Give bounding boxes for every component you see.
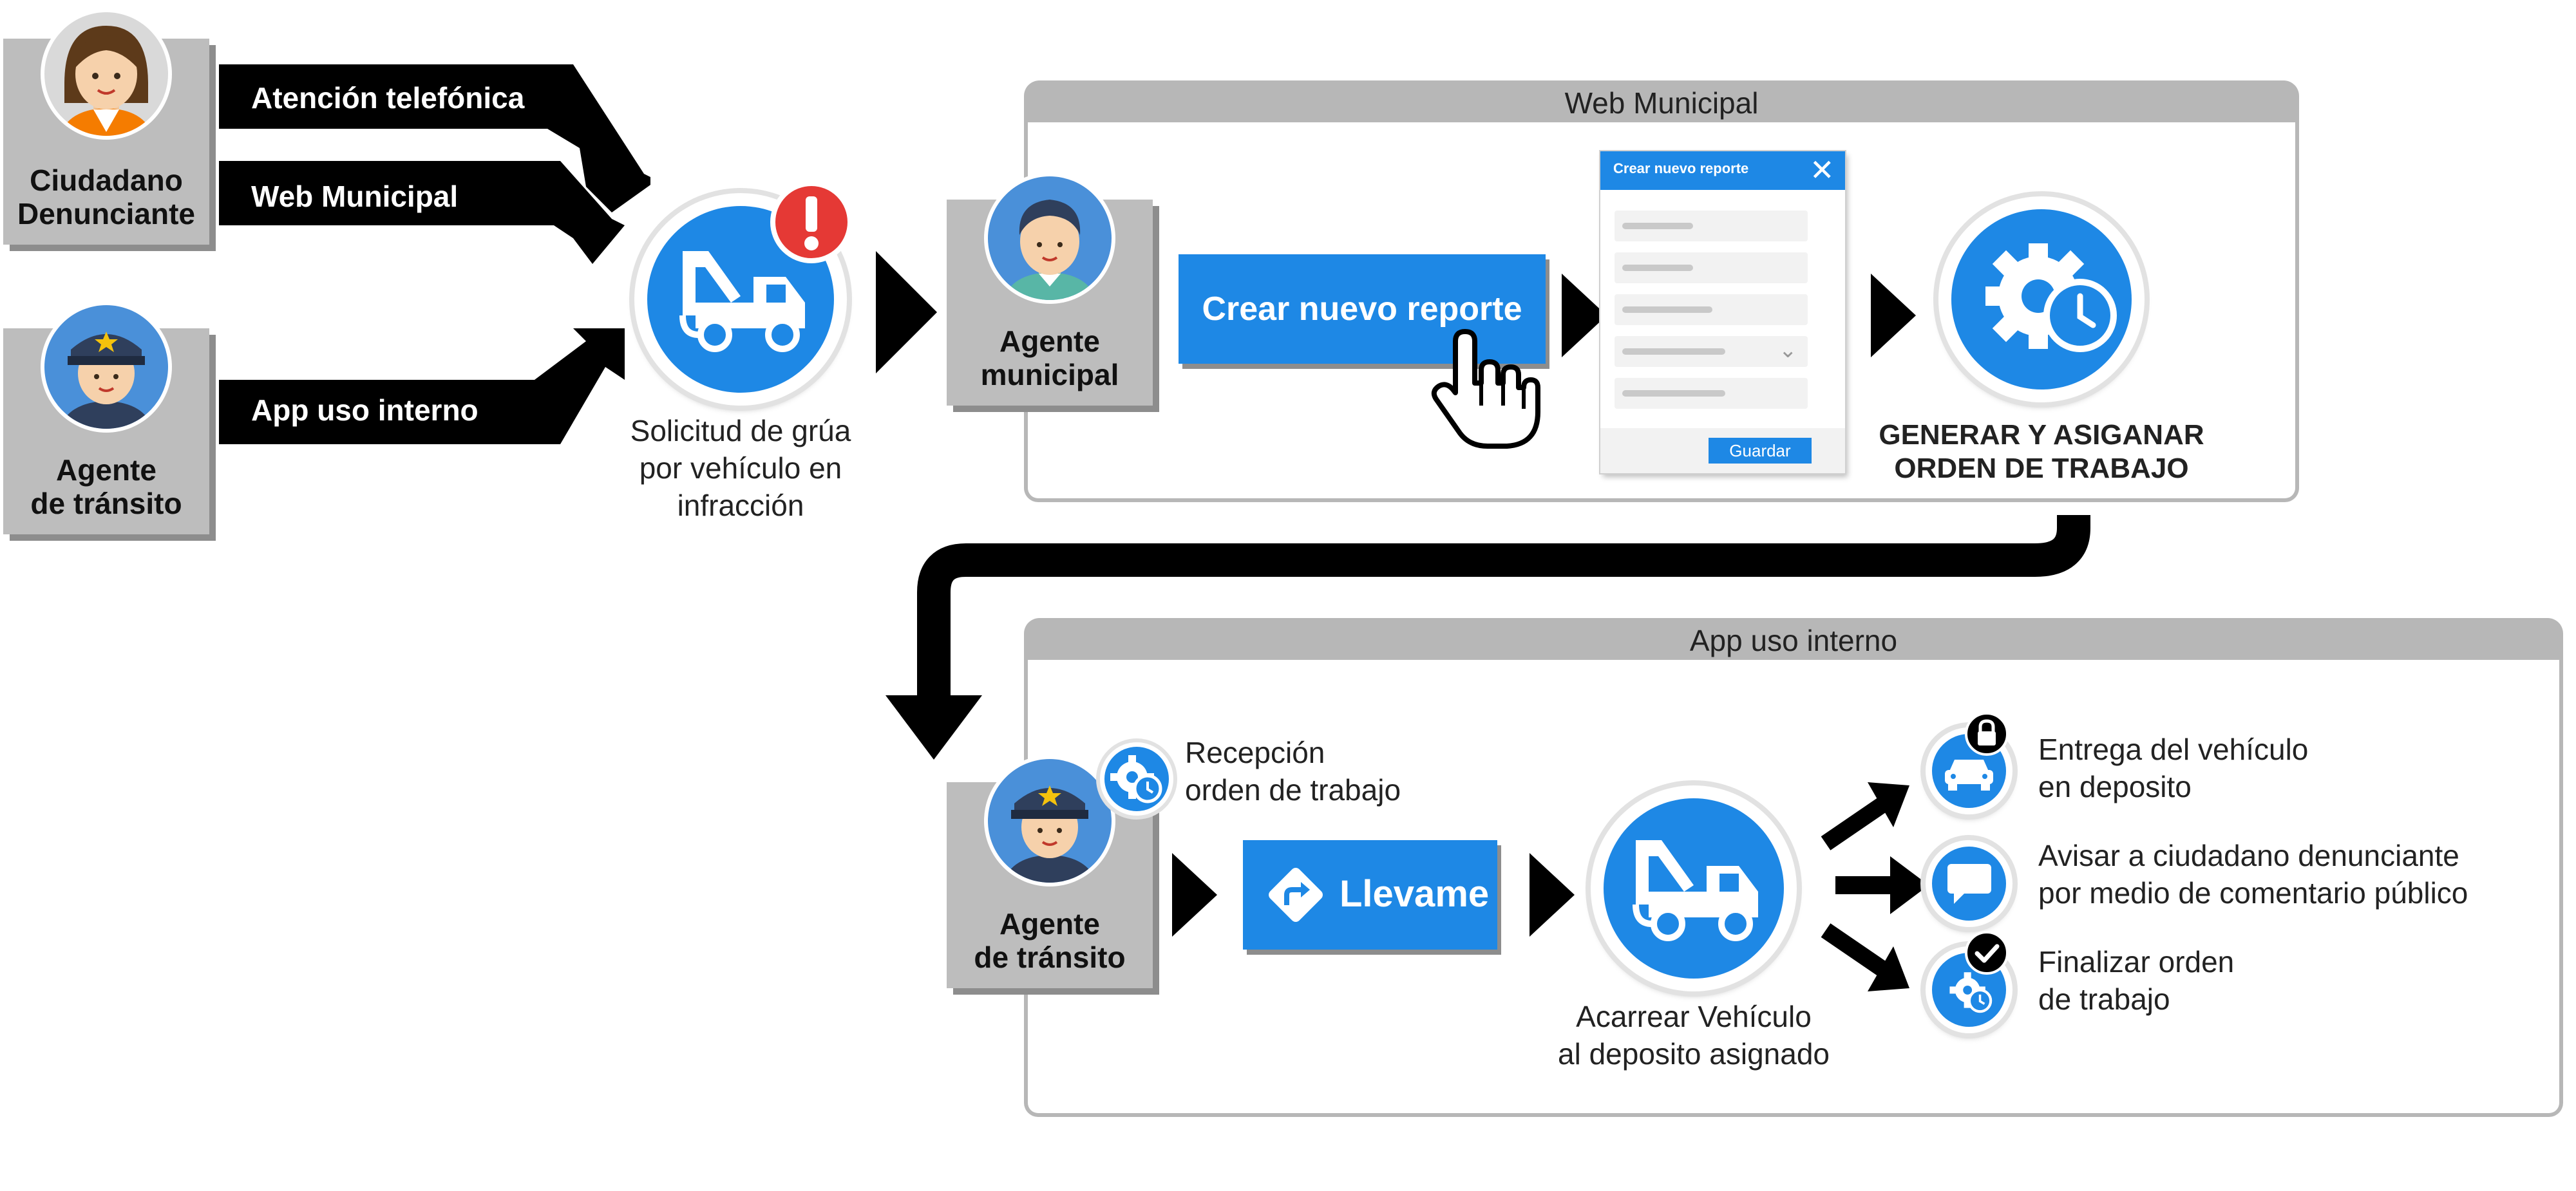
hand-pointer-icon [1431,329,1540,449]
chevron-down-icon: ⌄ [1779,338,1797,362]
agente-municipal-label: Agente municipal [947,324,1153,391]
solicitud-caption: Solicitud de grúa por vehículo en infrac… [609,412,873,524]
form-field-3[interactable] [1615,294,1808,325]
finalizar-text-line2: de trabajo [2038,982,2170,1016]
agente-transito2-label-line1: Agente [999,907,1100,941]
recepcion-gear-icon [1096,738,1177,820]
arrow-to-form [1562,274,1607,357]
ciudadano-label: Ciudadano Denunciante [3,164,209,230]
finalizar-text-line1: Finalizar orden [2038,945,2235,979]
avisar-text-line2: por medio de comentario público [2038,876,2468,910]
lock-icon [1965,712,2009,756]
ciudadano-avatar-icon [41,8,172,140]
acarrear-caption-line1: Acarrear Vehículo [1576,1000,1812,1033]
agente-municipal-avatar-icon [984,173,1115,304]
form-select[interactable]: ⌄ [1615,336,1808,367]
form-title: Crear nuevo reporte [1613,160,1749,176]
generar-caption: GENERAR Y ASIGANAR ORDEN DE TRABAJO [1868,418,2215,485]
avisar-text-line1: Avisar a ciudadano denunciante [2038,839,2459,872]
crear-reporte-button[interactable]: Crear nuevo reporte [1179,254,1546,364]
arrow-web [219,161,625,264]
connector-down-arrow [886,511,2090,760]
generar-caption-line2: ORDEN DE TRABAJO [1894,453,2189,484]
ciudadano-label-line2: Denunciante [17,197,196,230]
recepcion-text-line2: orden de trabajo [1185,773,1401,807]
agente-municipal-label-line2: municipal [980,358,1119,391]
arrow-to-entrega [1821,782,1909,850]
solicitud-caption-line1: Solicitud de grúa [630,414,851,447]
channel-arrows [219,64,650,444]
arrow-to-acarrear [1530,853,1575,937]
llevame-button[interactable]: Llevame [1243,840,1497,950]
arrow-to-finalizar [1821,923,1909,991]
avisar-text: Avisar a ciudadano denunciante por medio… [2038,837,2468,912]
recepcion-text-line1: Recepción [1185,736,1325,769]
channel-telefonica-label: Atención telefónica [251,81,525,115]
app-panel-header: App uso interno [1024,618,2563,663]
form-field-2[interactable] [1615,252,1808,283]
form-close-icon[interactable]: ✕ [1810,153,1835,187]
directions-icon [1269,868,1323,922]
generar-caption-line1: GENERAR Y ASIGANAR [1879,419,2204,451]
form-field-1[interactable] [1615,211,1808,241]
form-header: Crear nuevo reporte ✕ [1600,151,1845,190]
acarrear-caption-line2: al deposito asignado [1558,1037,1830,1071]
arrow-telefonica [219,64,650,212]
llevame-label: Llevame [1340,873,1490,915]
arrow-to-llevame [1172,853,1217,937]
form-mockup: Crear nuevo reporte ✕ ⌄ Guardar [1600,151,1845,473]
alert-icon [770,181,853,263]
solicitud-caption-line2: por vehículo en [639,451,842,485]
web-panel-header: Web Municipal [1024,80,2299,126]
channel-web-label: Web Municipal [251,180,459,213]
acarrear-tow-truck-icon [1633,840,1758,941]
arrow-to-avisar [1835,856,1929,914]
car-icon [1945,760,1993,791]
arrow-to-municipal [876,251,937,373]
agente-transito2-label: Agente de tránsito [947,907,1153,974]
agente-municipal-label-line1: Agente [999,324,1100,358]
agente-transito-label: Agente de tránsito [3,453,209,520]
channel-app-label: App uso interno [251,393,478,427]
solicitud-caption-line3: infracción [677,489,804,522]
tow-truck-icon [679,251,805,352]
finalizar-gear-icon [1949,972,1993,1013]
acarrear-caption: Acarrear Vehículo al deposito asignado [1533,998,1855,1073]
entrega-text: Entrega del vehículo en deposito [2038,731,2308,805]
agente-transito-avatar-icon [41,301,172,433]
agente-transito2-avatar-icon [984,755,1115,886]
comment-icon [1947,864,1991,904]
entrega-text-line1: Entrega del vehículo [2038,733,2309,766]
recepcion-text: Recepción orden de trabajo [1185,734,1401,809]
arrow-app [219,328,625,444]
form-save-button[interactable]: Guardar [1709,438,1812,464]
form-field-4[interactable] [1615,378,1808,409]
ciudadano-label-line1: Ciudadano [30,164,183,197]
check-icon [1965,931,2009,975]
agente-transito2-label-line2: de tránsito [974,941,1126,974]
arrow-to-generar [1871,274,1916,357]
gear-clock-icon [1985,243,2117,352]
agente-transito-label-line2: de tránsito [30,487,182,520]
finalizar-text: Finalizar orden de trabajo [2038,943,2234,1018]
agente-transito-label-line1: Agente [56,453,156,487]
entrega-text-line2: en deposito [2038,770,2192,803]
